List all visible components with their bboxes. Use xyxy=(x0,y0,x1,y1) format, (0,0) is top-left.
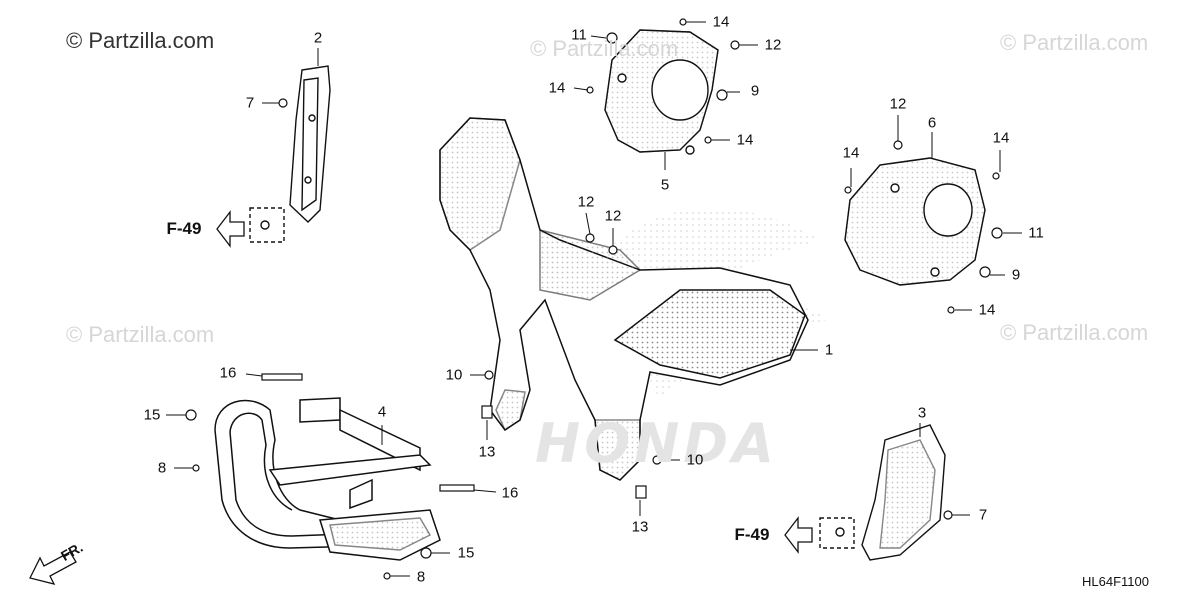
callout-11-top: 11 xyxy=(571,26,587,44)
callout-14-bottom-right: 14 xyxy=(978,301,996,319)
callout-15-left: 15 xyxy=(143,406,161,424)
callout-9-right: 9 xyxy=(1011,266,1021,284)
ref-label-f49-left: F-49 xyxy=(166,219,202,238)
ref-label-f49-right: F-49 xyxy=(734,525,770,544)
part-3-side-cover-right xyxy=(819,424,946,561)
callout-11-right: 11 xyxy=(1028,224,1044,242)
bolt-14-mid-left xyxy=(844,186,852,194)
callout-13-left: 13 xyxy=(478,443,496,461)
callout-12-top: 12 xyxy=(764,36,782,54)
callout-10-right: 10 xyxy=(686,451,704,469)
watermark-mid-left: © Partzilla.com xyxy=(66,322,215,347)
bolt-14-mid-right xyxy=(992,172,1000,180)
callout-12-right: 12 xyxy=(889,95,907,113)
front-direction-arrow xyxy=(29,551,77,585)
callout-16-top: 16 xyxy=(219,364,237,382)
callout-14-top: 14 xyxy=(712,13,730,31)
bolt-14-top xyxy=(679,18,687,26)
bolt-8-right xyxy=(383,572,391,580)
callout-6: 6 xyxy=(927,114,937,132)
part-4-front-bumper xyxy=(214,397,441,561)
part-2-side-cover-left xyxy=(249,65,331,243)
bolt-14-right-top xyxy=(704,136,712,144)
ref-arrow-left xyxy=(216,210,245,248)
callout-1: 1 xyxy=(824,341,834,359)
callout-9-top: 9 xyxy=(750,82,760,100)
ref-arrow-right xyxy=(784,516,813,554)
diagram-code: HL64F1100 xyxy=(1082,574,1149,589)
callout-5: 5 xyxy=(660,176,670,194)
nut-9-top xyxy=(716,89,728,101)
callout-10-left: 10 xyxy=(445,366,463,384)
clip-11-top xyxy=(606,32,618,44)
bolt-14-bottom-right xyxy=(947,306,955,314)
nut-10-left xyxy=(484,370,494,380)
leader-lines xyxy=(166,21,1022,577)
clip-13-right xyxy=(635,485,647,499)
watermark-mid-right: © Partzilla.com xyxy=(1000,320,1149,345)
clip-11-right xyxy=(991,227,1003,239)
callout-7-right: 7 xyxy=(978,506,988,524)
fasteners xyxy=(185,18,1003,580)
bolt-15-left xyxy=(185,409,197,421)
bolt-16-top xyxy=(261,373,303,381)
part-1-front-fender xyxy=(439,117,809,481)
watermark-top-right: © Partzilla.com xyxy=(1000,30,1149,55)
callout-8-left: 8 xyxy=(157,459,167,477)
clip-12-right xyxy=(893,140,903,150)
watermark-top-left: © Partzilla.com xyxy=(66,28,215,53)
bolt-7-right xyxy=(943,510,953,520)
clip-12-center-b xyxy=(608,245,618,255)
bolt-15-right xyxy=(420,547,432,559)
callout-15-right: 15 xyxy=(457,544,475,562)
callout-4: 4 xyxy=(377,403,387,421)
watermark-top-center: © Partzilla.com xyxy=(530,36,679,61)
callout-8-right: 8 xyxy=(416,568,426,586)
callout-7-left: 7 xyxy=(245,94,255,112)
honda-brand-text: HONDA xyxy=(535,412,778,475)
callout-14-mid-left: 14 xyxy=(842,144,860,162)
callout-3: 3 xyxy=(917,404,927,422)
callout-16-bottom: 16 xyxy=(501,484,519,502)
callout-12-center-a: 12 xyxy=(577,193,595,211)
callout-12-center-b: 12 xyxy=(604,207,622,225)
nut-9-right xyxy=(979,266,991,278)
clip-12-center-a xyxy=(585,233,595,243)
part-6-inner-cover-right xyxy=(844,157,986,286)
part-5-inner-cover xyxy=(604,29,719,155)
callout-14-right-top: 14 xyxy=(736,131,754,149)
bolt-16-bottom xyxy=(439,484,475,492)
callout-2: 2 xyxy=(313,29,323,47)
callout-14-mid-right: 14 xyxy=(992,129,1010,147)
bolt-7-left xyxy=(278,98,288,108)
callout-13-right: 13 xyxy=(631,518,649,536)
bolt-8-left xyxy=(192,464,200,472)
callout-14-left-top: 14 xyxy=(548,79,566,97)
clip-12-top xyxy=(730,40,740,50)
clip-13-left xyxy=(481,405,493,419)
